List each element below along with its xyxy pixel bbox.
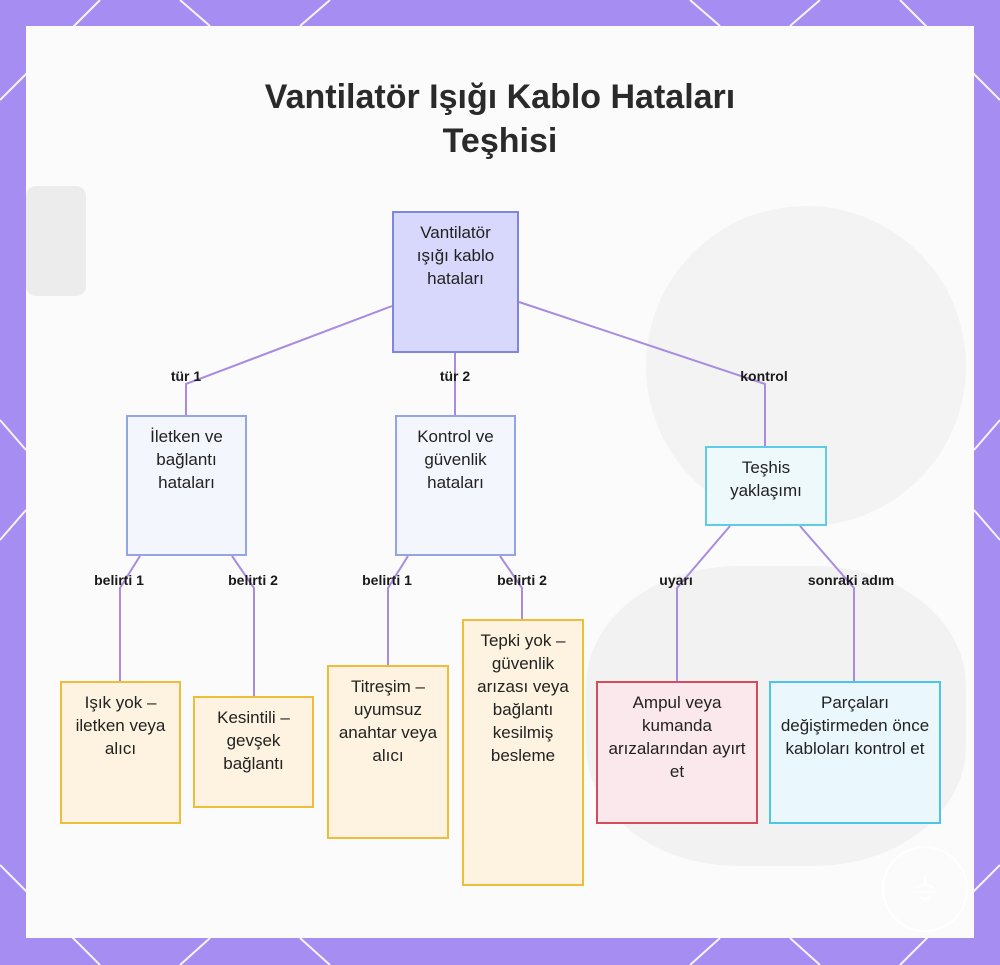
edge-conductor-nolight (119, 555, 141, 682)
edge-control-noresponse (499, 555, 523, 620)
intermittent-node: Kesintili – gevşek bağlantı (193, 696, 314, 808)
edge-conductor-intermittent (231, 555, 255, 696)
edge-root-conductor (185, 305, 393, 416)
fan-logo-glyph (913, 876, 937, 900)
diagnosis-text: Teşhis yaklaşımı (730, 458, 802, 500)
edge-diagnosis-next (799, 525, 855, 682)
intermittent-text: Kesintili – gevşek bağlantı (217, 708, 290, 773)
edge-diagnosis-warning (676, 525, 731, 682)
edge-label-symptom2-b: belirti 2 (497, 572, 547, 588)
root-node-text: Vantilatör ışığı kablo hataları (416, 223, 495, 288)
edge-root-diagnosis (518, 301, 766, 446)
flicker-node: Titreşim – uyumsuz anahtar veya alıcı (327, 665, 449, 839)
warning-text: Ampul veya kumanda arızalarından ayırt e… (608, 693, 746, 781)
edge-label-check: kontrol (740, 368, 788, 384)
control-faults-text: Kontrol ve güvenlik hataları (417, 427, 494, 492)
title-line-1: Vantilatör Işığı Kablo Hataları (264, 78, 736, 116)
flicker-text: Titreşim – uyumsuz anahtar veya alıcı (338, 677, 438, 765)
edge-label-warning: uyarı (659, 572, 693, 588)
next-step-node: Parçaları değiştirmeden önce kabloları k… (769, 681, 941, 824)
edge-label-next-step: sonraki adım (807, 572, 895, 588)
conductor-faults-node: İletken ve bağlantı hataları (126, 415, 247, 556)
edge-label-symptom1-a: belirti 1 (94, 572, 144, 588)
diagram-title: Vantilatör Işığı Kablo Hataları Teşhisi (0, 75, 1000, 163)
next-step-text: Parçaları değiştirmeden önce kabloları k… (780, 693, 930, 758)
no-response-text: Tepki yok – güvenlik arızası veya bağlan… (477, 631, 569, 765)
background-shape (26, 186, 86, 296)
edge-label-symptom2-a: belirti 2 (228, 572, 278, 588)
no-light-text: Işık yok – iletken veya alıcı (75, 693, 166, 758)
conductor-faults-text: İletken ve bağlantı hataları (150, 427, 223, 492)
edge-label-symptom1-b: belirti 1 (362, 572, 412, 588)
edge-label-type2: tür 2 (439, 368, 471, 384)
edge-control-flicker (387, 555, 409, 666)
edge-label-type1: tür 1 (170, 368, 202, 384)
control-faults-node: Kontrol ve güvenlik hataları (395, 415, 516, 556)
fan-logo-icon (882, 846, 968, 932)
no-response-node: Tepki yok – güvenlik arızası veya bağlan… (462, 619, 584, 886)
no-light-node: Işık yok – iletken veya alıcı (60, 681, 181, 824)
diagnosis-node: Teşhis yaklaşımı (705, 446, 827, 526)
root-node: Vantilatör ışığı kablo hataları (392, 211, 519, 353)
warning-node: Ampul veya kumanda arızalarından ayırt e… (596, 681, 758, 824)
title-line-2: Teşhisi (442, 122, 558, 160)
